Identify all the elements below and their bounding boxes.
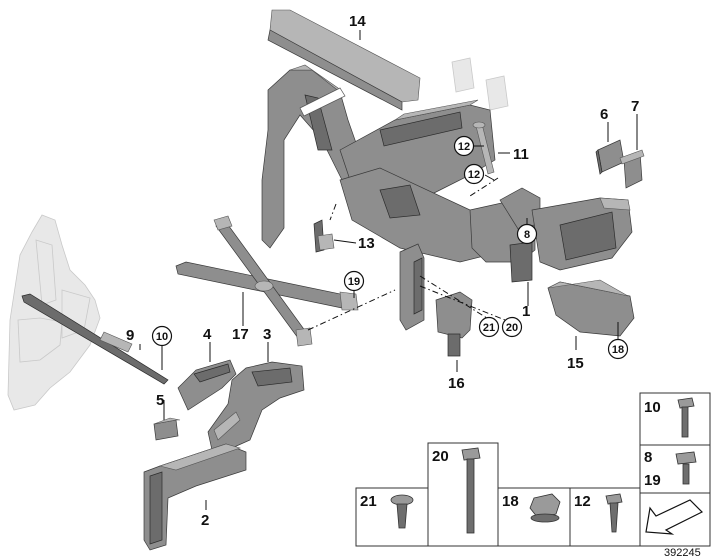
svg-text:19: 19 — [348, 276, 360, 288]
callout-10: 10 — [151, 325, 173, 347]
part-14-top-cross-member — [267, 9, 421, 111]
part-2-lower-rail — [143, 443, 247, 551]
callout-21: 21 — [478, 316, 500, 338]
part-11-stud — [472, 121, 495, 175]
front-upright-post — [399, 243, 425, 331]
label-13: 13 — [358, 235, 375, 252]
svg-text:19: 19 — [644, 472, 661, 489]
part-13-bracket — [313, 219, 335, 253]
callout-19: 19 — [343, 270, 365, 292]
callout-12-a: 12 — [453, 135, 475, 157]
label-16: 16 — [448, 375, 465, 392]
label-6: 6 — [600, 106, 608, 123]
callout-20: 20 — [501, 316, 523, 338]
label-15: 15 — [567, 355, 584, 372]
label-11: 11 — [513, 146, 529, 163]
label-5: 5 — [156, 392, 164, 409]
svg-text:12: 12 — [458, 141, 470, 153]
svg-text:18: 18 — [612, 344, 624, 356]
callout-8: 8 — [516, 223, 538, 245]
part-17-x-brace — [175, 215, 359, 347]
svg-text:21: 21 — [483, 322, 495, 334]
part-3-bracket — [207, 361, 305, 451]
callout-12-b: 12 — [463, 163, 485, 185]
svg-text:8: 8 — [644, 449, 652, 466]
part-5-block — [153, 417, 181, 441]
svg-text:20: 20 — [506, 322, 518, 334]
label-2: 2 — [201, 512, 209, 529]
part-4-bracket — [177, 359, 237, 411]
label-17: 17 — [232, 326, 249, 343]
reference-number: 392245 — [664, 547, 701, 559]
part-16-bracket — [435, 291, 473, 357]
hardware-box-20: 20 — [427, 442, 499, 547]
part-6 — [595, 139, 625, 175]
direction-arrow-box — [639, 492, 711, 547]
ghost-brackets-top — [451, 57, 509, 111]
svg-text:8: 8 — [524, 229, 530, 241]
svg-text:21: 21 — [360, 493, 377, 510]
label-4: 4 — [203, 326, 212, 343]
label-14: 14 — [349, 13, 366, 30]
hardware-box-8-19: 8 19 — [639, 444, 711, 494]
hardware-box-18: 18 — [497, 487, 571, 547]
part-7 — [619, 149, 645, 189]
label-7: 7 — [631, 98, 639, 115]
part-15-cover — [547, 279, 635, 337]
svg-text:20: 20 — [432, 448, 449, 465]
dash-dot-lines — [307, 177, 511, 331]
svg-text:10: 10 — [156, 331, 168, 343]
label-1: 1 — [522, 303, 530, 320]
svg-text:12: 12 — [468, 169, 480, 181]
label-3: 3 — [263, 326, 271, 343]
hardware-box-21: 21 — [355, 487, 429, 547]
hardware-box-10: 10 — [639, 392, 711, 446]
callout-18: 18 — [607, 338, 629, 360]
leader-lines — [139, 30, 638, 510]
svg-text:10: 10 — [644, 399, 661, 416]
svg-text:18: 18 — [502, 493, 519, 510]
hardware-box-12: 12 — [569, 487, 641, 547]
svg-text:12: 12 — [574, 493, 591, 510]
label-9: 9 — [126, 327, 134, 344]
part-9-rod — [21, 293, 169, 385]
